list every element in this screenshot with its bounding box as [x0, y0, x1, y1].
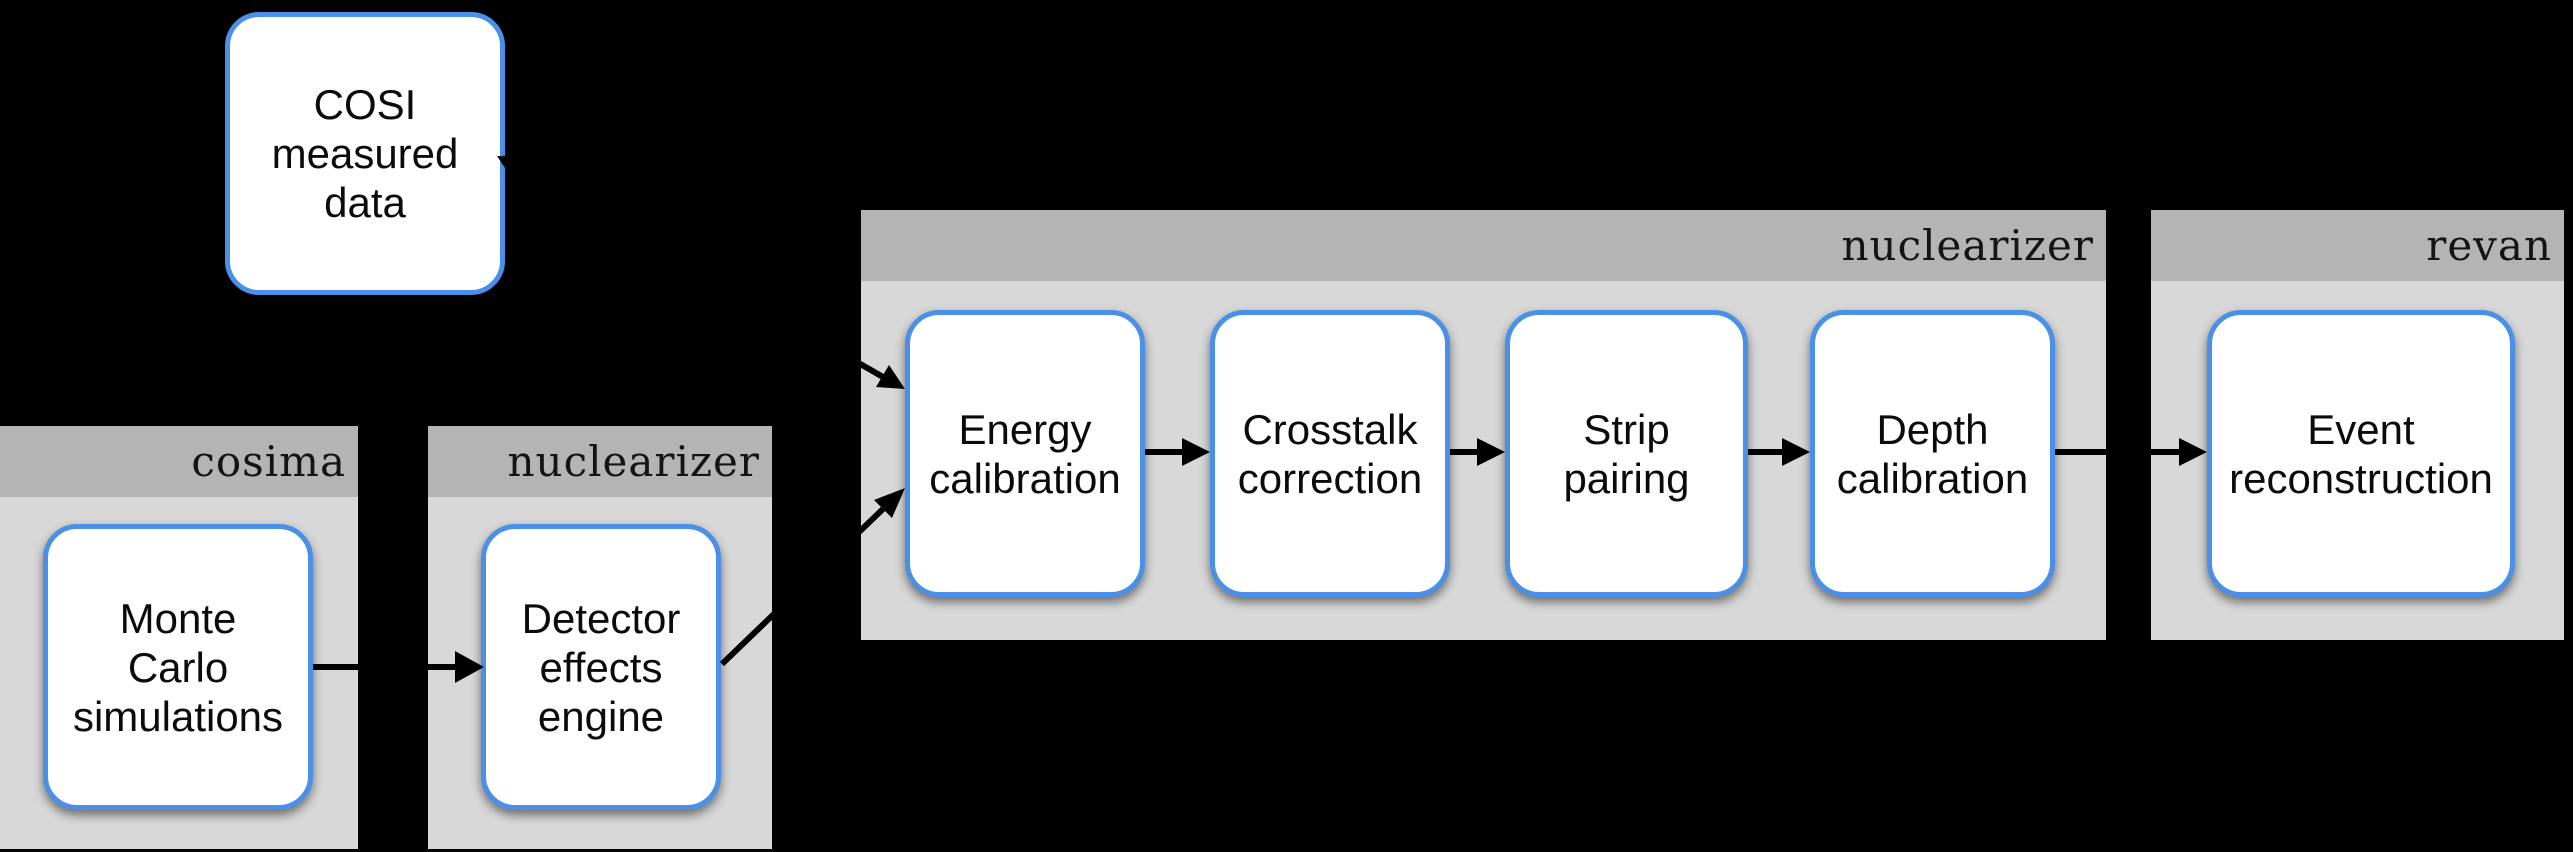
node-crosstalk-correction-label: Crosstalk correction: [1237, 405, 1423, 502]
node-energy-calibration-label: Energy calibration: [929, 405, 1121, 502]
container-revan-label: revan: [2426, 221, 2552, 270]
node-depth-calibration-label: Depth calibration: [1836, 405, 2029, 502]
node-strip-pairing-label: Strip pairing: [1563, 405, 1690, 502]
container-cosima-label: cosima: [191, 437, 346, 486]
container-nuclearizer-sim-label: nuclearizer: [507, 437, 760, 486]
node-detector-effects-engine: Detector effects engine: [481, 524, 721, 810]
node-energy-calibration: Energy calibration: [905, 310, 1145, 597]
node-monte-carlo-simulations-label: Monte Carlo simulations: [72, 594, 284, 740]
node-cosi-measured-data: COSI measured data: [225, 12, 505, 295]
container-revan-header: revan: [2151, 210, 2564, 281]
node-event-reconstruction: Event reconstruction: [2207, 310, 2515, 597]
node-monte-carlo-simulations: Monte Carlo simulations: [43, 524, 313, 810]
node-detector-effects-engine-label: Detector effects engine: [521, 594, 681, 740]
container-nuclearizer-sim-header: nuclearizer: [428, 426, 772, 497]
container-nuclearizer-main-label: nuclearizer: [1841, 221, 2094, 270]
node-strip-pairing: Strip pairing: [1505, 310, 1748, 597]
node-depth-calibration: Depth calibration: [1810, 310, 2055, 597]
container-nuclearizer-main-header: nuclearizer: [861, 210, 2106, 281]
node-event-reconstruction-label: Event reconstruction: [2229, 405, 2493, 502]
container-cosima-header: cosima: [0, 426, 358, 497]
node-crosstalk-correction: Crosstalk correction: [1210, 310, 1450, 597]
arrow-cosi-data-to-energy-calibration: [497, 155, 905, 389]
node-cosi-measured-data-label: COSI measured data: [271, 81, 459, 226]
